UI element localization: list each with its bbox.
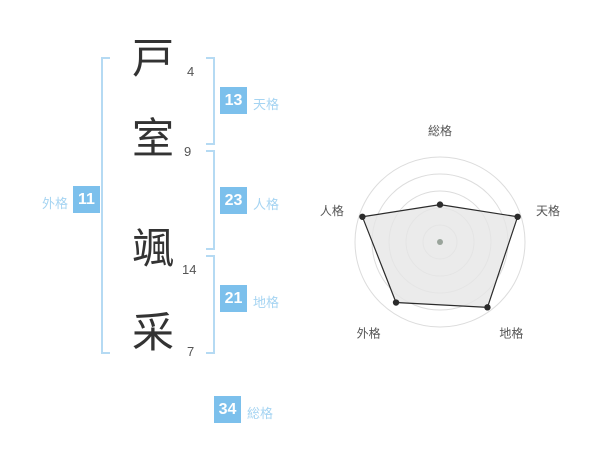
tenkaku-bracket xyxy=(206,57,215,145)
stroke-count: 14 xyxy=(182,262,197,277)
gaikaku-bracket xyxy=(101,57,110,354)
tenkaku-badge: 13 xyxy=(220,87,247,114)
soukaku-badge: 34 xyxy=(214,396,241,423)
radar-axis-label: 天格 xyxy=(536,203,560,218)
stroke-count: 7 xyxy=(187,344,195,359)
gaikaku-badge: 11 xyxy=(73,186,100,213)
radar-axis-label: 人格 xyxy=(320,203,344,218)
radar-axis-label: 地格 xyxy=(499,326,523,341)
chikaku-label: 地格 xyxy=(253,295,280,310)
tenkaku-label: 天格 xyxy=(253,97,280,112)
name-character: 室 xyxy=(132,115,175,162)
radar-axis-label: 総格 xyxy=(428,123,452,138)
stroke-count: 9 xyxy=(184,144,192,159)
jinkaku-badge: 23 xyxy=(220,187,247,214)
name-character: 戸 xyxy=(132,35,175,82)
jinkaku-label: 人格 xyxy=(253,197,280,212)
radar-axis-label: 外格 xyxy=(357,326,381,341)
soukaku-label: 総格 xyxy=(247,406,274,421)
stroke-count: 4 xyxy=(187,64,195,79)
chikaku-badge: 21 xyxy=(220,285,247,312)
name-character: 采 xyxy=(132,309,175,356)
gaikaku-label: 外格 xyxy=(42,196,69,211)
name-character: 颯 xyxy=(132,225,175,272)
chikaku-bracket xyxy=(206,255,215,354)
jinkaku-bracket xyxy=(206,150,215,250)
